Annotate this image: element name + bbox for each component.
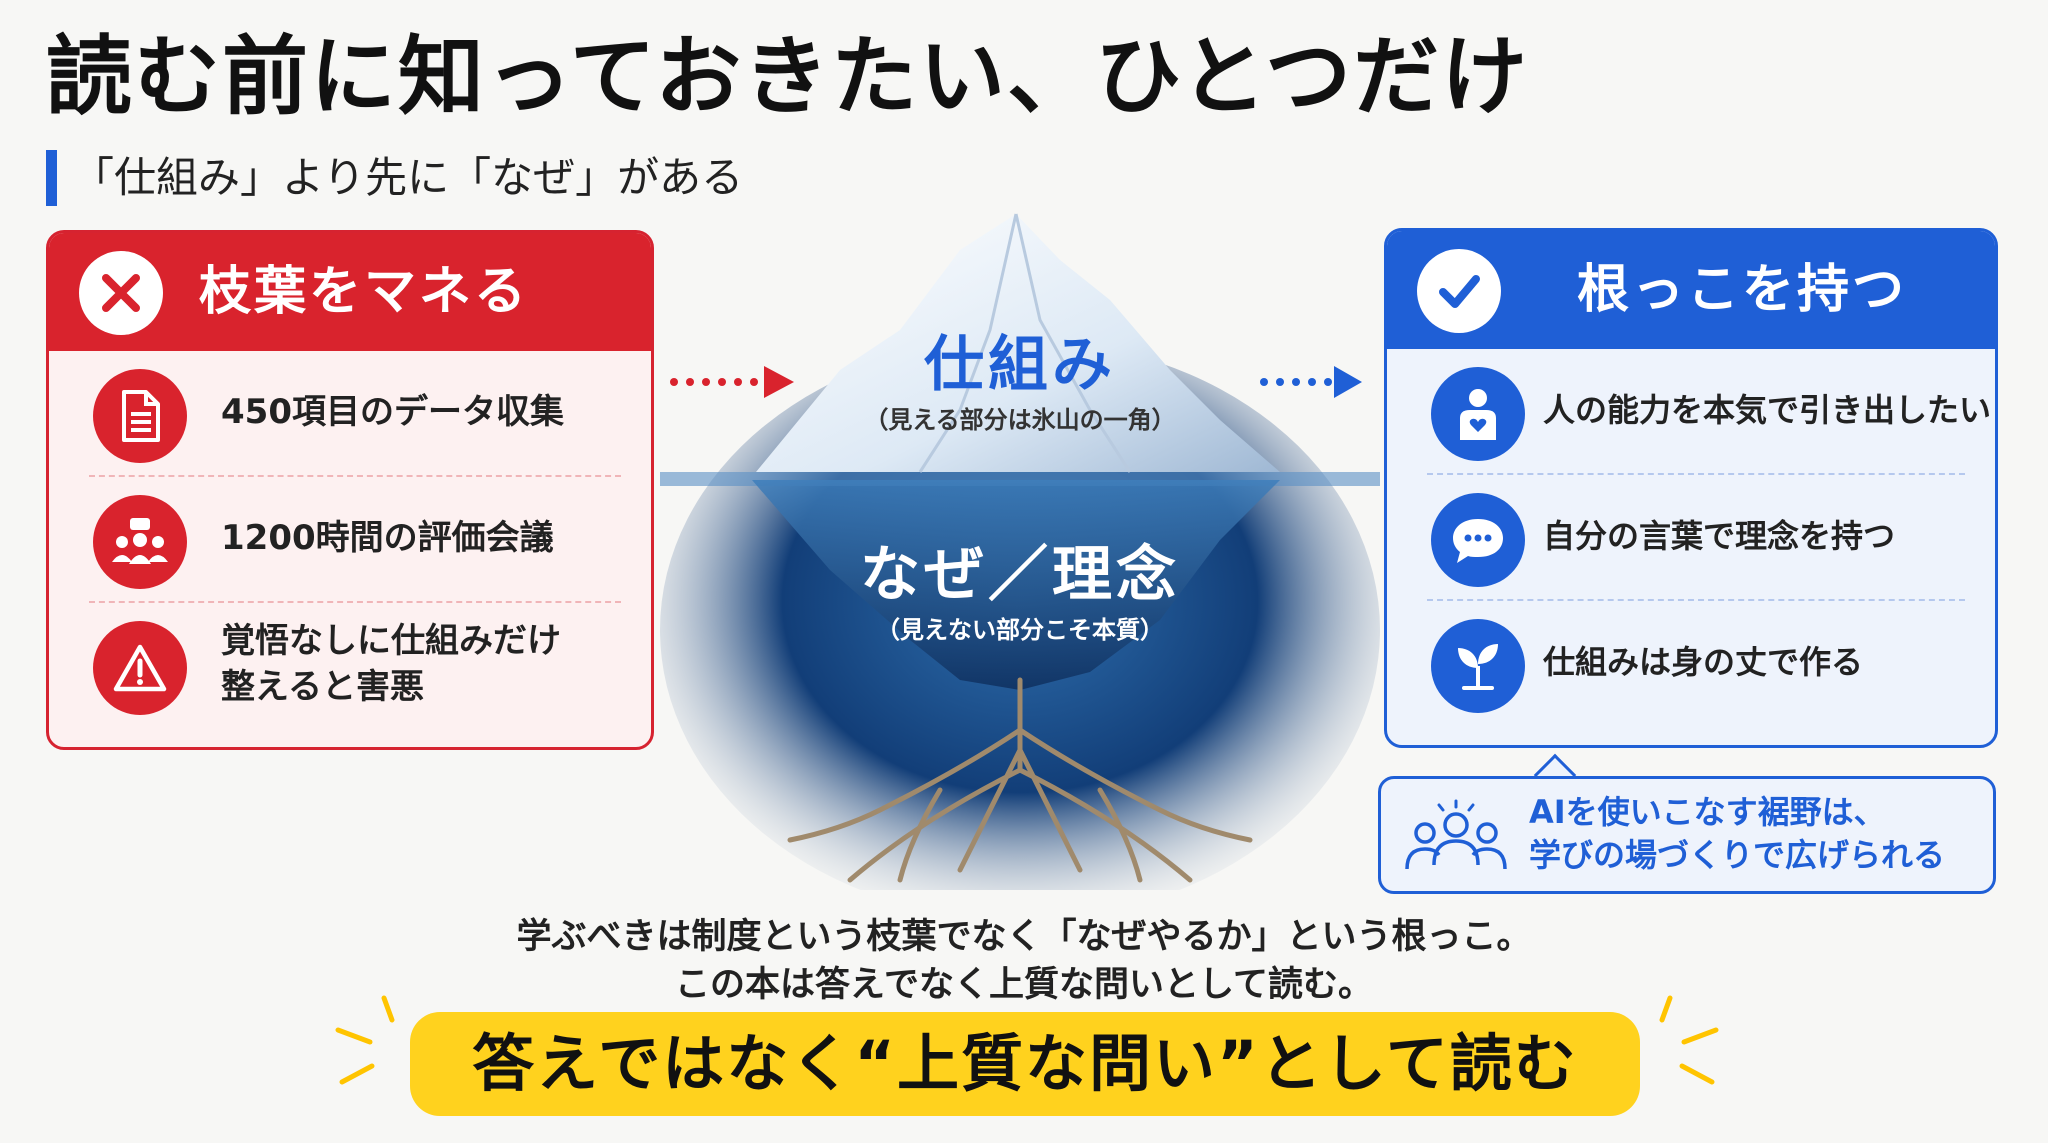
list-item: 450項目のデータ収集 xyxy=(49,351,651,475)
arrow-icon xyxy=(670,366,794,398)
iceberg-illustration: 仕組み （見える部分は氷山の一角） なぜ／理念 （見えない部分こそ本質） xyxy=(660,210,1380,920)
document-icon xyxy=(93,369,187,463)
imitate-branches-card: 枝葉をマネる 450項目のデータ収集 1200時間の評価会議 覚悟なしに仕組みだ… xyxy=(46,230,654,750)
person-heart-icon xyxy=(1431,367,1525,461)
imitate-branches-header: 枝葉をマネる xyxy=(49,233,651,351)
list-item: 1200時間の評価会議 xyxy=(49,477,651,601)
imitate-branches-heading: 枝葉をマネる xyxy=(199,262,530,322)
list-item-label: 1200時間の評価会議 xyxy=(221,518,554,559)
warning-icon xyxy=(93,621,187,715)
sparkle-icon xyxy=(1659,995,1719,1085)
arrow-icon xyxy=(1260,366,1362,398)
divider xyxy=(1427,473,1965,475)
hold-roots-card: 根っこを持つ 人の能力を本気で引き出したい 自分の言葉で理念を持つ 仕組みは身の… xyxy=(1384,228,1998,748)
hold-roots-header: 根っこを持つ xyxy=(1387,231,1995,349)
subtitle-accent-bar xyxy=(46,150,57,206)
list-item: 覚悟なしに仕組みだけ 整えると害悪 xyxy=(49,603,651,727)
meeting-icon xyxy=(93,495,187,589)
cross-icon xyxy=(79,251,163,335)
iceberg-top-label: 仕組み xyxy=(924,330,1116,400)
list-item-label: 450項目のデータ収集 xyxy=(221,392,564,433)
key-message-text: 答えではなく“上質な問い”として読む xyxy=(472,1027,1578,1100)
group-icon xyxy=(1405,799,1507,870)
list-item-label: 自分の言葉で理念を持つ xyxy=(1543,517,1896,556)
list-item-label: 人の能力を本気で引き出したい xyxy=(1543,391,1992,430)
hold-roots-heading: 根っこを持つ xyxy=(1577,260,1908,320)
iceberg-bottom-caption: （見えない部分こそ本質） xyxy=(876,616,1164,644)
divider xyxy=(89,601,621,603)
page-title: 読む前に知っておきたい、ひとつだけ xyxy=(46,27,1530,127)
divider xyxy=(89,475,621,477)
iceberg-top-caption: （見える部分は氷山の一角） xyxy=(864,406,1176,434)
summary-line-1: 学ぶべきは制度という枝葉でなく「なぜやるか」という根っこ。 xyxy=(516,917,1532,957)
divider xyxy=(1427,599,1965,601)
sparkle-icon xyxy=(335,995,395,1085)
summary-line-2: この本は答えでなく上質な問いとして読む。 xyxy=(675,965,1373,1005)
list-item: 人の能力を本気で引き出したい xyxy=(1387,349,1995,473)
list-item: 自分の言葉で理念を持つ xyxy=(1387,475,1995,599)
iceberg-picture xyxy=(660,213,1380,920)
check-icon xyxy=(1417,249,1501,333)
callout-text: AIを使いこなす裾野は、 学びの場づくりで広げられる xyxy=(1529,793,1946,875)
key-message-banner: 答えではなく“上質な問い”として読む xyxy=(410,1012,1640,1116)
speech-bubble-icon xyxy=(1431,493,1525,587)
list-item: 仕組みは身の丈で作る xyxy=(1387,601,1995,725)
subtitle: 「仕組み」より先に「なぜ」がある xyxy=(72,153,744,202)
iceberg-bottom-label: なぜ／理念 xyxy=(860,540,1180,610)
list-item-label: 仕組みは身の丈で作る xyxy=(1543,643,1864,682)
callout-box: AIを使いこなす裾野は、 学びの場づくりで広げられる xyxy=(1378,776,1996,894)
sprout-icon xyxy=(1431,619,1525,713)
list-item-label: 覚悟なしに仕組みだけ 整えると害悪 xyxy=(221,621,561,707)
